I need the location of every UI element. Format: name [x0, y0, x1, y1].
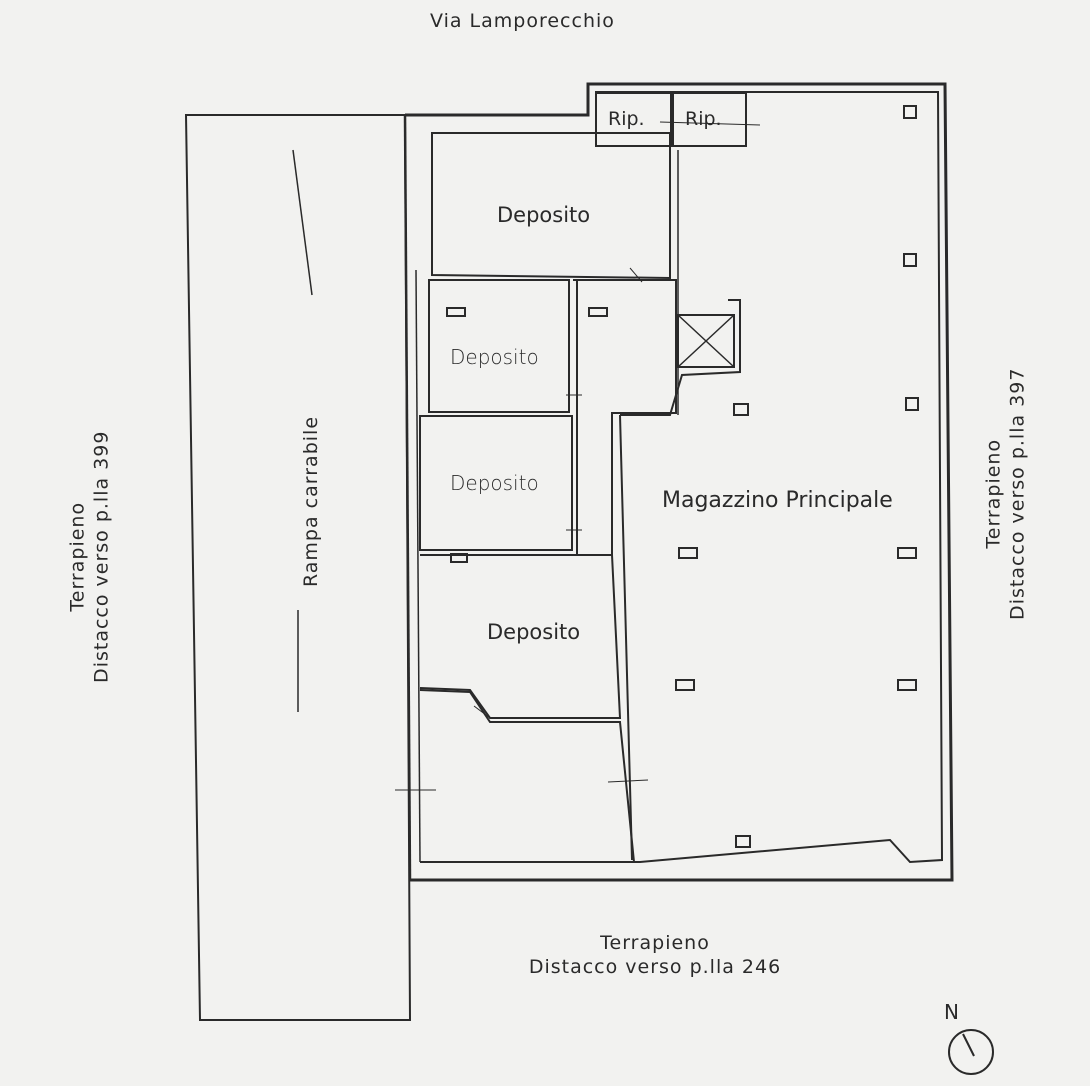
building-inner-wall	[420, 91, 944, 864]
pillar	[588, 307, 608, 317]
rip-label-1: Rip.	[608, 108, 645, 130]
pillar	[897, 547, 917, 559]
pillar	[903, 105, 917, 119]
east-boundary-line2: Distacco verso p.lla 397	[1006, 367, 1028, 620]
deposito-top-room	[431, 132, 671, 280]
deposito-2-label: Deposito	[450, 345, 539, 369]
compass-circle	[948, 1029, 994, 1075]
corridor-room	[573, 279, 677, 556]
deposito-4-label: Deposito	[487, 620, 581, 644]
deposito-2-room	[428, 279, 570, 413]
south-boundary-label: Terrapieno Distacco verso p.lla 246	[505, 932, 805, 980]
ramp-label: Rampa carrabile	[300, 415, 322, 587]
west-boundary-line2: Distacco verso p.lla 399	[90, 430, 112, 683]
magazzino-wall	[619, 299, 741, 861]
compass-needle	[962, 1033, 975, 1057]
deposito-3-label: Deposito	[450, 471, 539, 495]
street-label: Via Lamporecchio	[430, 10, 615, 32]
east-boundary-line1: Terrapieno	[982, 438, 1005, 549]
rip-room-2	[672, 92, 747, 147]
pillar	[450, 553, 468, 563]
compass-north-label: N	[944, 1000, 959, 1024]
pillar	[675, 679, 695, 691]
rip-room-1	[595, 92, 672, 147]
south-boundary-line2: Distacco verso p.lla 246	[528, 955, 782, 978]
elevator-shaft	[677, 314, 735, 368]
pillar	[903, 253, 917, 267]
south-boundary-line1: Terrapieno	[600, 932, 710, 954]
deposito-4-room	[419, 554, 622, 719]
deposito-3-room	[419, 415, 573, 551]
pillar	[678, 547, 698, 559]
west-boundary-line1: Terrapieno	[66, 501, 89, 612]
pillar	[446, 307, 466, 317]
magazzino-label: Magazzino Principale	[662, 488, 893, 513]
pillar	[735, 835, 751, 848]
west-boundary-label: Terrapieno Distacco verso p.lla 399	[66, 407, 114, 707]
deposito-top-label: Deposito	[497, 203, 591, 227]
ramp-centerline-top	[292, 149, 313, 296]
ramp-outline	[184, 114, 412, 1021]
east-boundary-label: Terrapieno Distacco verso p.lla 397	[982, 344, 1030, 644]
rip-label-2: Rip.	[685, 108, 722, 130]
lower-room	[419, 689, 635, 863]
pillar	[733, 403, 749, 416]
pillar	[905, 397, 919, 411]
building-outer-wall	[405, 82, 954, 882]
pillar	[897, 679, 917, 691]
